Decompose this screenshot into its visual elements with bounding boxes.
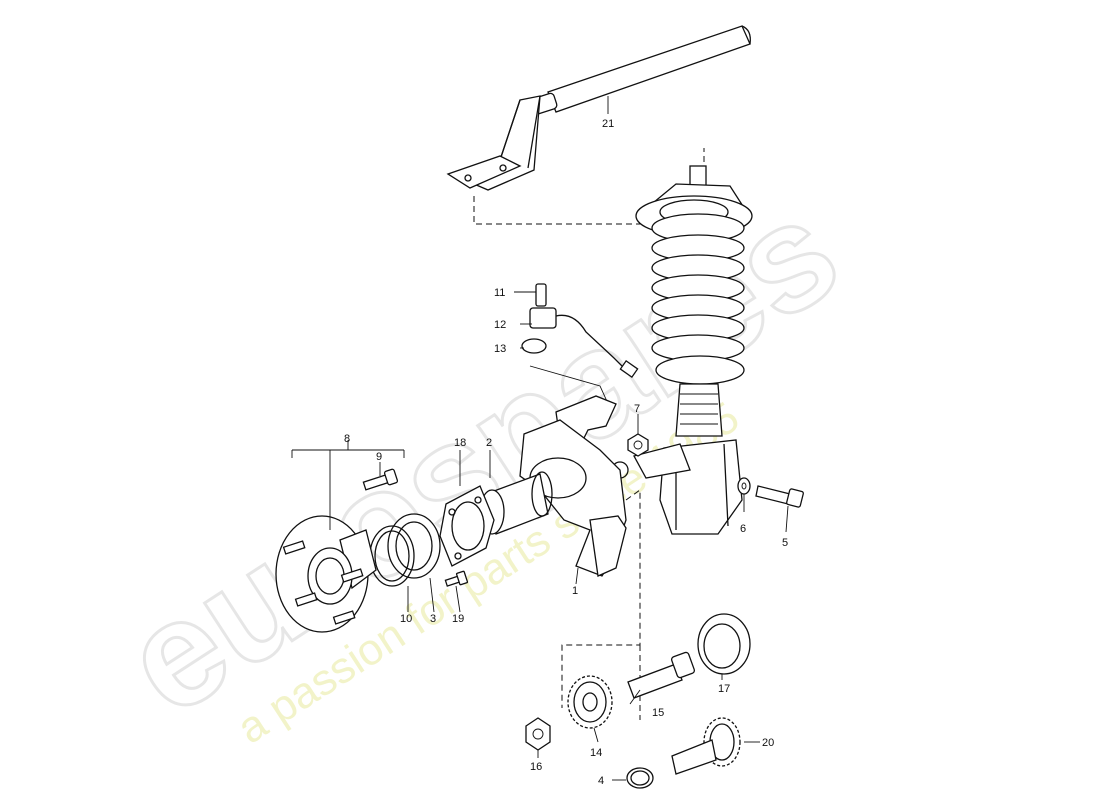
sensor-ring <box>697 613 751 675</box>
callout-6: 6 <box>740 523 746 535</box>
o-ring <box>626 767 654 789</box>
callout-2: 2 <box>486 437 492 449</box>
callout-12: 12 <box>494 319 506 331</box>
gear-nut <box>525 717 551 751</box>
callout-1: 1 <box>572 585 578 597</box>
callout-8: 8 <box>344 433 350 445</box>
steering-knuckle <box>519 395 627 577</box>
stabilizer-bar-assembly <box>446 25 751 191</box>
dust-plate <box>439 485 495 567</box>
callout-5: 5 <box>782 537 788 549</box>
callout-17: 17 <box>718 683 730 695</box>
callout-10: 10 <box>400 613 412 625</box>
callout-3: 3 <box>430 613 436 625</box>
watermark-brand: eurospares <box>96 165 866 746</box>
callout-15: 15 <box>652 707 664 719</box>
callout-21: 21 <box>602 118 614 130</box>
gear-bolt <box>627 651 696 699</box>
hub-bolt <box>362 468 399 491</box>
callout-19: 19 <box>452 613 464 625</box>
callout-20: 20 <box>762 737 774 749</box>
leader-lines <box>291 96 789 781</box>
watermark: eurospares a passion for parts since 198… <box>94 164 867 753</box>
callout-16: 16 <box>530 761 542 773</box>
callout-13: 13 <box>494 343 506 355</box>
callout-18: 18 <box>454 437 466 449</box>
gear-shaft <box>671 717 741 775</box>
dust-plate-screw <box>444 570 469 587</box>
callout-14: 14 <box>590 747 602 759</box>
coil-spring <box>651 234 745 385</box>
callout-4: 4 <box>598 775 604 787</box>
callout-7: 7 <box>634 403 640 415</box>
washer <box>737 477 751 495</box>
wheel-hub <box>275 515 377 633</box>
seal-ring <box>387 513 441 579</box>
callout-11: 11 <box>494 287 505 299</box>
spring-strut-assembly <box>611 165 753 535</box>
callout-9: 9 <box>376 451 382 463</box>
callouts: 21 11 12 13 7 8 18 2 9 6 5 1 10 3 19 17 … <box>344 118 788 787</box>
drive-gear <box>567 675 613 729</box>
strut-bolt <box>755 485 804 508</box>
